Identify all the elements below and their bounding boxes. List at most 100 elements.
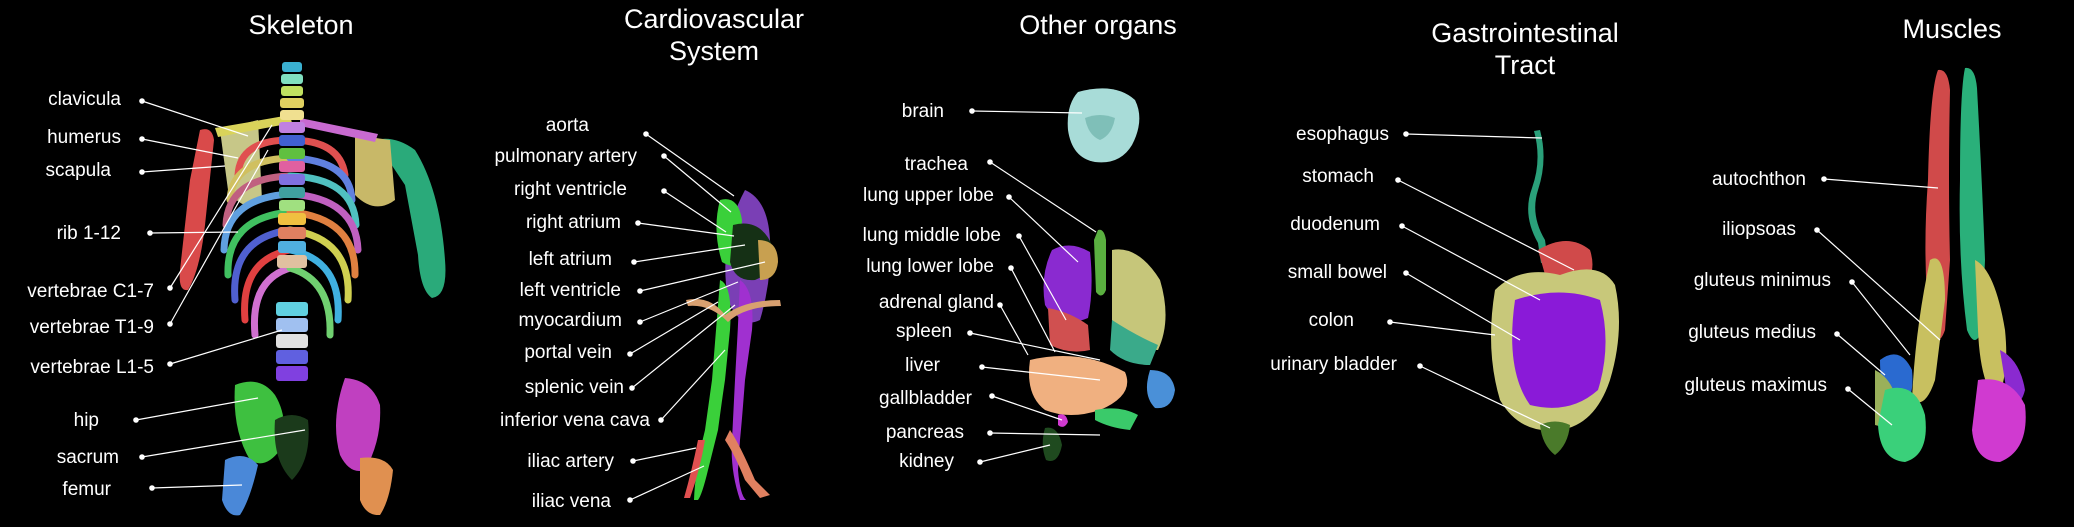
leader-dot-sacrum [139,454,145,460]
leader-dot-clavicula [139,98,145,104]
leader-line-small-bowel [1405,272,1521,341]
leader-dot-brain [969,108,975,114]
label-splenic-vein: splenic vein [525,377,624,398]
panel-title-line: Gastrointestinal [1431,18,1619,48]
leader-dot-lung-upper-lobe [1006,194,1012,200]
label-kidney: kidney [899,451,954,472]
label-vertebrae-l1-5: vertebrae L1-5 [30,357,154,378]
leader-line-femur [151,484,243,489]
leader-line-portal-vein [629,301,719,355]
leader-dot-gluteus-medius [1834,331,1840,337]
leader-line-pulmonary-artery [663,155,732,213]
leader-dot-trachea [987,159,993,165]
label-hip: hip [74,410,99,431]
leader-line-right-ventricle [663,190,727,233]
label-gallbladder: gallbladder [879,388,973,409]
leader-dot-urinary-bladder [1417,363,1423,369]
label-urinary-bladder: urinary bladder [1270,354,1397,375]
label-trachea: trachea [905,154,969,175]
leader-dot-lung-middle-lobe [1016,233,1022,239]
label-sacrum: sacrum [57,447,119,468]
label-lung-lower-lobe: lung lower lobe [866,256,994,277]
label-brain: brain [902,101,944,122]
leader-line-humerus [141,138,239,159]
leader-dot-gluteus-maximus [1845,386,1851,392]
leader-dot-right-ventricle [661,188,667,194]
label-iliac-artery: iliac artery [527,451,614,472]
label-colon: colon [1309,310,1354,331]
leader-dot-left-ventricle [637,288,643,294]
leader-dot-pulmonary-artery [661,153,667,159]
leader-line-trachea [989,161,1097,233]
leader-line-lung-lower-lobe [1010,267,1056,353]
leader-dot-adrenal-gland [997,302,1003,308]
leader-dot-hip [133,417,139,423]
leader-dot-portal-vein [627,351,633,357]
leader-dot-aorta [643,131,649,137]
label-myocardium: myocardium [519,310,622,331]
leader-line-kidney [979,444,1051,463]
leader-line-lung-upper-lobe [1008,196,1079,263]
leader-dot-small-bowel [1403,270,1409,276]
organs-illustration [1029,88,1175,461]
panel-title-line: Cardiovascular [624,4,804,34]
leader-dot-spleen [967,330,973,336]
label-duodenum: duodenum [1290,214,1380,235]
leader-line-splenic-vein [631,304,736,389]
label-pulmonary-artery: pulmonary artery [494,146,637,167]
leader-dot-autochthon [1821,176,1827,182]
label-gluteus-medius: gluteus medius [1688,322,1816,343]
leader-line-clavicula [141,100,249,137]
leader-dot-duodenum [1399,223,1405,229]
leader-dot-femur [149,485,155,491]
leader-line-liver [981,366,1101,381]
label-gluteus-maximus: gluteus maximus [1684,375,1827,396]
leader-dot-inferior-vena-cava [658,417,664,423]
leader-line-gluteus-maximus [1847,388,1893,426]
label-vertebrae-c1-7: vertebrae C1-7 [27,281,154,302]
leader-dot-iliac-vena [627,497,633,503]
label-stomach: stomach [1302,166,1374,187]
label-left-ventricle: left ventricle [520,280,621,301]
leader-line-inferior-vena-cava [660,349,726,421]
leader-line-vertebrae-c1-7 [169,124,273,289]
leader-dot-iliac-artery [630,458,636,464]
cardiovascular-illustration [684,190,781,500]
panel-title-line: Muscles [1902,14,2001,44]
leader-line-spleen [969,332,1101,361]
label-pancreas: pancreas [886,422,964,443]
leader-line-autochthon [1823,178,1939,189]
leader-line-pancreas [989,432,1101,436]
leader-line-lung-middle-lobe [1018,235,1067,321]
label-adrenal-gland: adrenal gland [879,292,994,313]
leader-line-gluteus-medius [1836,333,1886,376]
leader-dot-splenic-vein [629,385,635,391]
leader-line-vertebrae-l1-5 [169,329,283,365]
leader-dot-gluteus-minimus [1849,279,1855,285]
label-iliopsoas: iliopsoas [1722,219,1796,240]
leader-line-duodenum [1401,225,1541,301]
leader-dot-stomach [1395,177,1401,183]
leader-line-adrenal-gland [999,304,1029,356]
leader-line-stomach [1397,179,1575,271]
leader-line-scapula [141,165,226,173]
label-lung-upper-lobe: lung upper lobe [863,185,994,206]
panel-title-other-organs: Other organs [1019,10,1177,40]
panel-title-line: Tract [1495,50,1556,80]
label-right-atrium: right atrium [526,212,621,233]
leader-dot-pancreas [987,430,993,436]
leader-line-colon [1389,321,1496,336]
label-femur: femur [62,479,111,500]
label-humerus: humerus [47,127,121,148]
label-lung-middle-lobe: lung middle lobe [863,225,1001,246]
leader-dot-colon [1387,319,1393,325]
panel-title-line: Other organs [1019,10,1177,40]
leader-dot-lung-lower-lobe [1008,265,1014,271]
leader-line-esophagus [1405,133,1543,139]
panel-title-muscles: Muscles [1902,14,2001,44]
